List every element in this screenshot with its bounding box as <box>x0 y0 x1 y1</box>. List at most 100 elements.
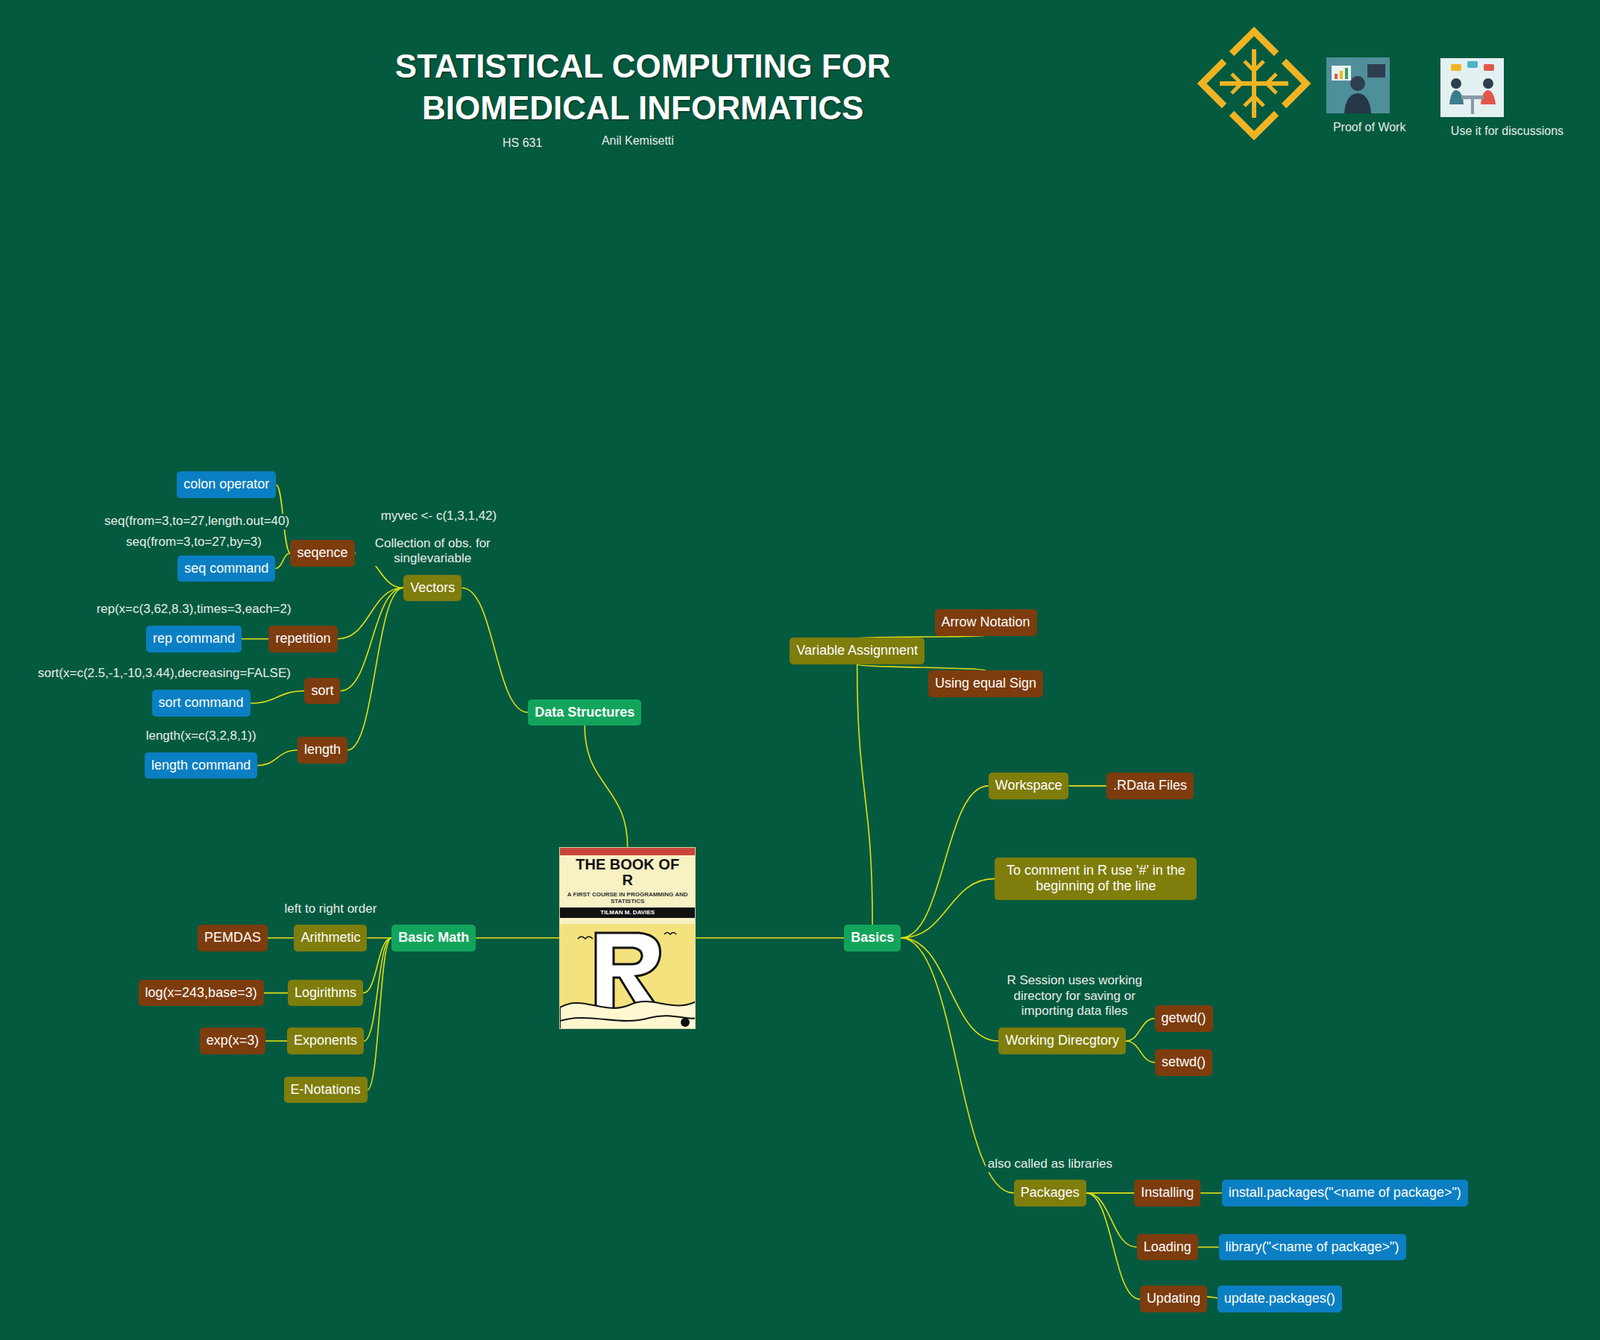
branch-connector <box>1198 1246 1220 1249</box>
subtopic-box: getwd() <box>1154 1005 1214 1032</box>
annotation-text: seq(from=3,to=27,length.out=40) <box>102 513 292 529</box>
main-branch-box: Basics <box>843 924 901 952</box>
branch-connector <box>900 937 1014 1193</box>
subtopic-box: Updating <box>1139 1285 1208 1313</box>
branch-connector <box>1068 785 1107 787</box>
subtopic-box: exp(x=3) <box>199 1027 267 1055</box>
branch-connector <box>900 937 999 1041</box>
annotation-text: seq(from=3,to=27,by=3) <box>123 534 264 550</box>
node-label: Packages <box>1020 1184 1080 1202</box>
node-label: log(x=243,base=3) <box>145 984 258 1002</box>
node-label: To comment in R use '#' in the beginning… <box>1001 862 1190 895</box>
branch-connector <box>241 638 269 640</box>
university-logo <box>1201 31 1307 136</box>
topic-box: Working Direcgtory <box>998 1027 1126 1055</box>
topic-box: Packages <box>1013 1179 1087 1207</box>
branch-connector <box>265 1040 288 1042</box>
node-label: length command <box>151 757 251 774</box>
node-label: Vectors <box>410 580 455 597</box>
annotation-text: Collection of obs. for singlevariable <box>355 536 510 567</box>
node-label: PEMDAS <box>204 929 261 947</box>
command-box: update.packages() <box>1217 1285 1343 1313</box>
node-label: update.packages() <box>1224 1290 1336 1307</box>
command-box: length command <box>144 752 258 780</box>
branch-connector <box>900 785 989 938</box>
node-label: exp(x=3) <box>206 1032 260 1050</box>
main-branch-box: Basic Math <box>391 924 476 952</box>
node-label: sort <box>310 682 334 700</box>
subtopic-box: sort <box>304 677 340 705</box>
main-branch-box: Data Structures <box>527 699 642 727</box>
subtopic-box: seqence <box>290 539 355 567</box>
node-label: colon operator <box>183 476 270 493</box>
subtopic-box: .RData Files <box>1106 772 1194 800</box>
node-label: install.packages("<name of package>") <box>1228 1184 1462 1202</box>
node-label: Basics <box>850 929 894 947</box>
branch-connector <box>275 553 291 569</box>
discussion-icon <box>1440 58 1504 118</box>
annotation-text: Use it for discussions <box>1448 123 1566 138</box>
node-label: rep command <box>152 630 235 648</box>
annotation-text: sort(x=c(2.5,-1,-10,3.44),decreasing=FAL… <box>35 665 294 681</box>
branch-connector <box>363 937 392 1041</box>
node-label: Updating <box>1146 1290 1201 1307</box>
node-label: library("<name of package>") <box>1225 1239 1400 1256</box>
branch-connector <box>1086 1192 1140 1299</box>
book-cover-text: THE BOOK OF R <box>571 856 684 888</box>
topic-box: Arithmetic <box>293 924 367 952</box>
command-box: seq command <box>177 555 276 583</box>
node-label: Workspace <box>995 777 1063 795</box>
topic-box: To comment in R use '#' in the beginning… <box>994 857 1197 900</box>
annotation-text: left to right order <box>282 901 380 917</box>
branch-connector <box>1125 1018 1155 1041</box>
book-cover: THE BOOK OF RA FIRST COURSE IN PROGRAMMI… <box>559 846 696 1029</box>
node-label: seqence <box>296 545 348 562</box>
topic-box: Exponents <box>287 1027 364 1055</box>
node-label: sort command <box>158 694 244 712</box>
topic-box: E-Notations <box>284 1076 368 1104</box>
node-label: length <box>304 741 341 759</box>
annotation-text: R Session uses working directory for sav… <box>1000 972 1149 1019</box>
branch-connector <box>263 992 288 994</box>
branch-connector <box>250 691 305 704</box>
subtopic-box: Arrow Notation <box>934 609 1038 636</box>
subtopic-box: Installing <box>1134 1179 1201 1207</box>
command-box: library("<name of package>") <box>1219 1233 1407 1261</box>
annotation-text: also called as libraries <box>985 1156 1115 1172</box>
page-title: STATISTICAL COMPUTING FOR BIOMEDICAL INF… <box>336 45 949 129</box>
node-label: getwd() <box>1161 1010 1207 1027</box>
command-box: install.packages("<name of package>") <box>1221 1179 1469 1207</box>
node-label: E-Notations <box>290 1081 361 1099</box>
subtopic-box: repetition <box>268 625 337 653</box>
branch-connector <box>366 937 392 939</box>
topic-box: Vectors <box>403 574 462 602</box>
book-cover-text: TILMAN M. DAVIES <box>559 907 695 918</box>
node-label: Installing <box>1140 1184 1194 1202</box>
node-label: Variable Assignment <box>796 642 918 660</box>
branch-connector <box>1200 1192 1222 1194</box>
branch-connector <box>857 664 986 671</box>
subtopic-box: length <box>297 736 348 764</box>
command-box: sort command <box>152 689 251 717</box>
branch-connector <box>1086 1192 1135 1194</box>
subtopic-box: log(x=243,base=3) <box>138 979 264 1007</box>
branch-connector <box>857 664 874 925</box>
proof-of-work-icon <box>1326 57 1390 114</box>
node-label: Basic Math <box>398 929 469 947</box>
branch-connector <box>461 587 528 713</box>
node-label: setwd() <box>1161 1054 1206 1071</box>
node-label: Exponents <box>293 1032 358 1050</box>
annotation-text: myvec <- c(1,3,1,42) <box>378 508 499 524</box>
node-label: Data Structures <box>534 704 635 721</box>
node-label: Loading <box>1143 1239 1192 1256</box>
topic-box: Workspace <box>988 772 1070 800</box>
node-label: Arithmetic <box>300 929 361 947</box>
annotation-text: length(x=c(3,2,8,1)) <box>143 728 259 744</box>
branch-connector <box>695 937 844 939</box>
node-label: Logirithms <box>294 984 357 1002</box>
node-label: repetition <box>275 630 331 648</box>
subtopic-box: Loading <box>1136 1233 1199 1261</box>
node-label: seq command <box>184 560 269 578</box>
annotation-text: rep(x=c(3,62,8.3),times=3,each=2) <box>93 601 294 617</box>
node-label: Working Direcgtory <box>1005 1032 1120 1050</box>
